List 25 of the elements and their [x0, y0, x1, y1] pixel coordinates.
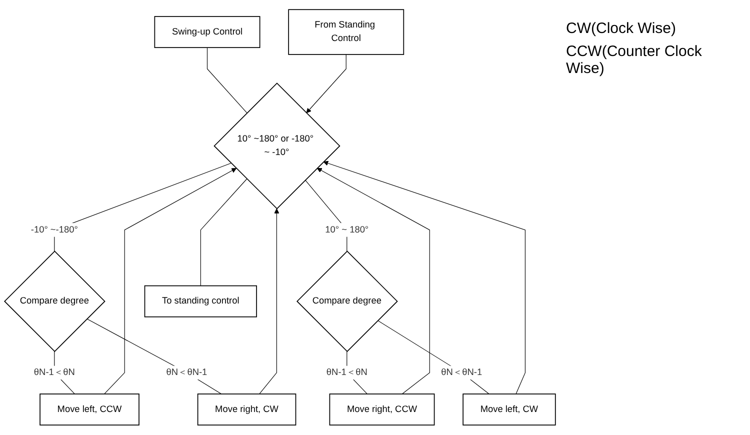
node-box: Move right, CW [197, 394, 296, 426]
connector [200, 178, 248, 286]
node-box: To standing control [144, 286, 257, 318]
note-text: CW(Clock Wise) [566, 20, 677, 37]
node-box: Move right, CCW [329, 394, 435, 426]
connector [86, 318, 222, 394]
arrow [259, 208, 280, 394]
node-box: Move left, CCW [40, 394, 140, 426]
connector [377, 320, 490, 394]
arrow [104, 168, 237, 394]
edge-label: θN＜θN-1 [166, 368, 208, 378]
edge-label: θN＜θN-1 [441, 368, 482, 378]
note-text: CCW(Counter Clock Wise) [566, 43, 703, 77]
edge-label: 10° ~ 180° [325, 224, 369, 235]
edge-label: θN-1＜θN [34, 368, 75, 378]
node-box: Swing-up Control [154, 16, 260, 48]
node-diamond: Compare degree [4, 250, 106, 352]
node-diamond: 10° ~180° or -180° ~ -10° [214, 82, 340, 210]
node-box: From Standing Control [288, 9, 404, 56]
edge-label: -10° ~-180° [30, 224, 78, 235]
node-box: Move left, CW [462, 394, 556, 426]
connector [206, 47, 248, 114]
arrow [306, 54, 346, 114]
edge-label: θN-1＜θN [326, 368, 368, 378]
node-diamond: Compare degree [296, 250, 398, 352]
